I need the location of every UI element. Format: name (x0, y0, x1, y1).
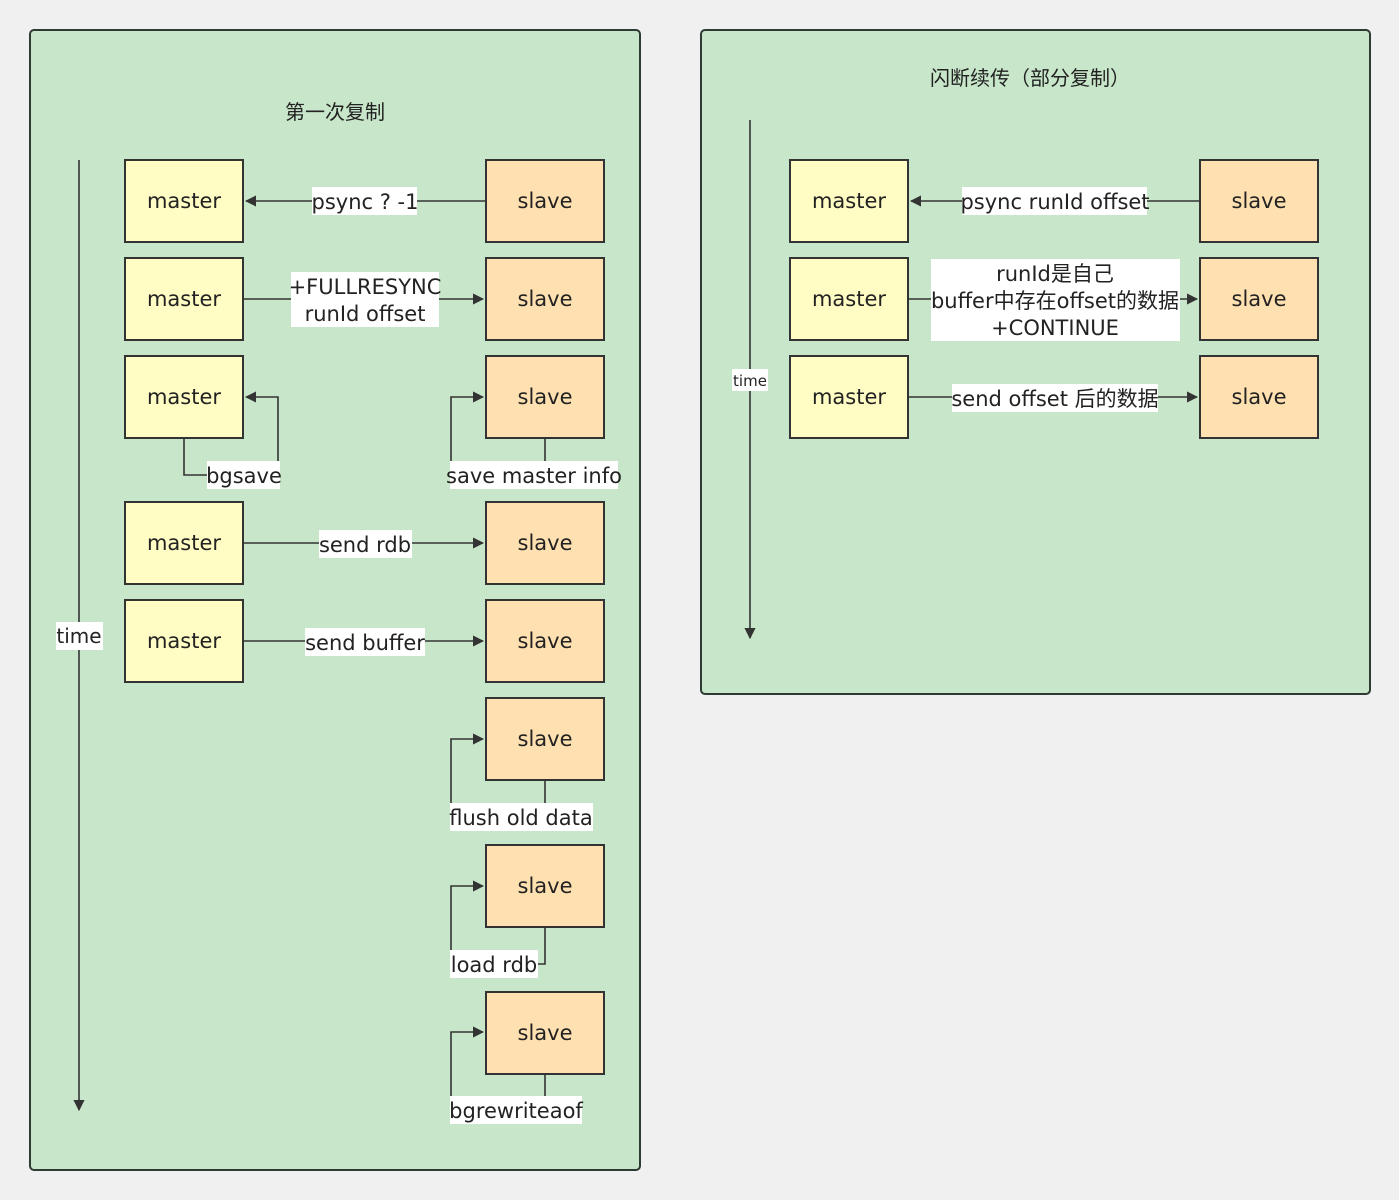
save-master-info-label-bg (450, 461, 618, 489)
slave-node (485, 991, 605, 1075)
master-label: master (147, 189, 221, 213)
send-buffer-label-bg (305, 628, 425, 656)
slave-label: slave (1232, 287, 1287, 311)
partial-sync-title: 闪断续传（部分复制） (930, 66, 1130, 90)
slave-label: slave (518, 287, 573, 311)
slave-node (485, 159, 605, 243)
master-node (124, 159, 244, 243)
send-rdb-label-bg (319, 530, 412, 558)
bgrewriteaof-label-bg (450, 1096, 582, 1124)
psync-label-bg (312, 187, 417, 215)
bgrewriteaof-label: bgrewriteaof (449, 1099, 583, 1123)
slave-label: slave (1232, 189, 1287, 213)
slave-label: slave (518, 629, 573, 653)
bgsave-label: bgsave (206, 464, 282, 488)
fullresync-label-line2: runId offset (305, 302, 426, 326)
slave-node (1199, 257, 1319, 341)
time-label-bg (56, 622, 103, 650)
master-label: master (147, 629, 221, 653)
master-node (124, 257, 244, 341)
continue-label-bg (931, 259, 1180, 341)
partial-sync-panel: 闪断续传（部分复制） time master slave psync runId… (700, 29, 1371, 695)
slave-label: slave (518, 189, 573, 213)
master-label: master (812, 287, 886, 311)
master-node (124, 599, 244, 683)
slave-label: slave (518, 874, 573, 898)
full-sync-title: 第一次复制 (285, 100, 385, 124)
psync-partial-label-bg (962, 187, 1147, 215)
send-offset-label-bg (952, 384, 1158, 412)
slave-label: slave (518, 531, 573, 555)
master-label: master (147, 287, 221, 311)
master-node (789, 159, 909, 243)
slave-node (485, 257, 605, 341)
slave-node (485, 844, 605, 928)
master-node (124, 355, 244, 439)
flush-old-data-label: flush old data (449, 806, 592, 830)
psync-partial-label: psync runId offset (960, 190, 1149, 214)
master-node (124, 501, 244, 585)
slave-node (485, 697, 605, 781)
slave-node (1199, 355, 1319, 439)
psync-label: psync ? -1 (312, 190, 419, 214)
slave-label: slave (518, 385, 573, 409)
slave-label: slave (518, 1021, 573, 1045)
time-label: time (733, 372, 767, 390)
fullresync-label-line1: +FULLRESYNC (289, 275, 442, 299)
send-offset-label: send offset 后的数据 (951, 387, 1158, 411)
load-rdb-label-bg (450, 950, 538, 978)
time-label-bg (732, 369, 768, 391)
master-node (789, 257, 909, 341)
slave-node (485, 501, 605, 585)
save-master-info-label: save master info (446, 464, 622, 488)
continue-label-line2: buffer中存在offset的数据 (931, 289, 1179, 313)
slave-node (485, 355, 605, 439)
fullresync-label-bg (291, 272, 439, 327)
master-label: master (147, 531, 221, 555)
slave-label: slave (518, 727, 573, 751)
full-sync-panel: 第一次复制 time master slave psync ? -1 maste… (29, 29, 641, 1171)
continue-label-line1: runId是自己 (996, 262, 1114, 286)
bgsave-label-bg (207, 461, 280, 489)
continue-label-line3: +CONTINUE (991, 316, 1119, 340)
master-label: master (812, 385, 886, 409)
master-label: master (147, 385, 221, 409)
slave-label: slave (1232, 385, 1287, 409)
master-label: master (812, 189, 886, 213)
time-label: time (56, 624, 101, 648)
load-rdb-label: load rdb (451, 953, 537, 977)
slave-node (485, 599, 605, 683)
slave-node (1199, 159, 1319, 243)
send-buffer-label: send buffer (305, 631, 425, 655)
send-rdb-label: send rdb (319, 533, 411, 557)
flush-old-data-label-bg (450, 803, 593, 831)
master-node (789, 355, 909, 439)
